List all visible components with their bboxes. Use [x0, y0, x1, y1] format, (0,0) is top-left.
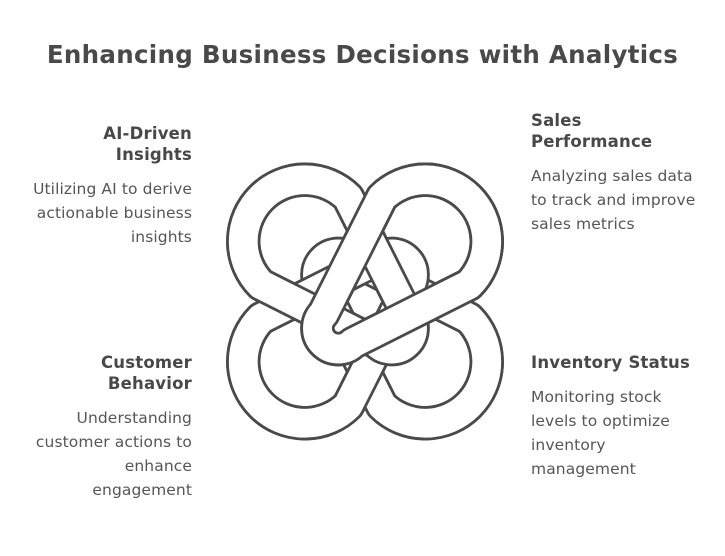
quadrant-heading: Customer Behavior: [100, 353, 192, 394]
quadrant-heading: Inventory Status: [531, 353, 690, 372]
page-title: Enhancing Business Decisions with Analyt…: [46, 40, 679, 69]
knot-strand-bottom-right-fill-weave: [303, 239, 502, 438]
quadrant-description: Understanding customer actions to enhanc…: [35, 409, 192, 500]
quadrant-customer-behavior: Customer Behavior Understanding customer…: [22, 352, 192, 502]
quadrant-ai-driven-insights: AI-Driven Insights Utilizing AI to deriv…: [22, 123, 192, 249]
quadrant-description: Analyzing sales data to track and improv…: [531, 167, 696, 234]
celtic-knot-icon: [226, 162, 504, 441]
quadrant-description: Monitoring stock levels to optimize inve…: [531, 388, 670, 479]
knot-strand-bottom-left-fill-weave: [228, 239, 427, 438]
quadrant-heading: Sales Performance: [531, 111, 653, 152]
celtic-knot-graphic: [216, 151, 514, 452]
knot-strand-top-right-fill-top: [303, 165, 502, 364]
knot-strand-group: [226, 162, 504, 441]
knot-strand-top-left-fill-weave: [228, 165, 427, 364]
quadrant-heading: AI-Driven Insights: [103, 124, 192, 165]
quadrant-sales-performance: Sales Performance Analyzing sales data t…: [531, 110, 701, 236]
quadrant-inventory-status: Inventory Status Monitoring stock levels…: [531, 352, 701, 481]
quadrant-description: Utilizing AI to derive actionable busine…: [33, 180, 192, 247]
